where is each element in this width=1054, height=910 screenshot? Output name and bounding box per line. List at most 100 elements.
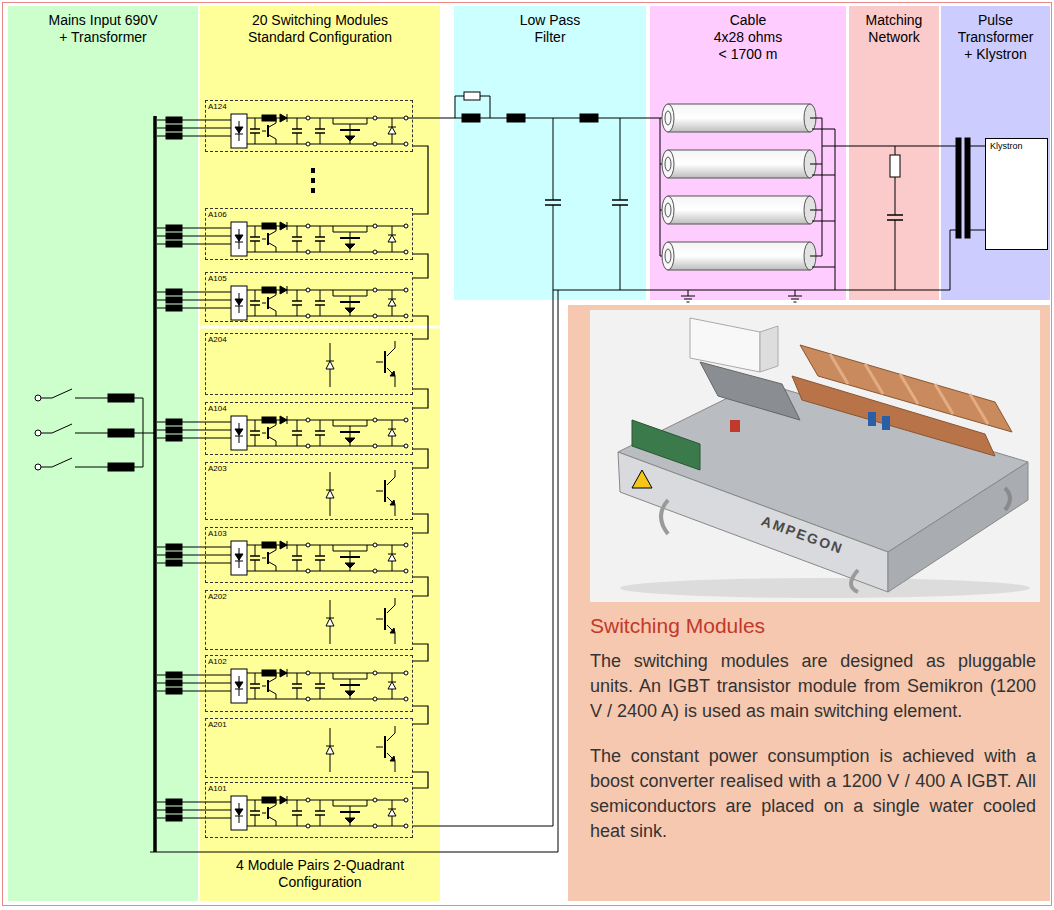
- series-wire: [413, 577, 428, 596]
- ground-symbols-part: [687, 302, 690, 303]
- matching-and-transformer-part: [965, 138, 970, 238]
- module-photo-part: [900, 374, 918, 404]
- info-panel: Switching ModulesThe switching modules a…: [568, 305, 1050, 903]
- low-pass-filter-circuit-part: [408, 118, 668, 119]
- matching-and-transformer-part: [950, 230, 951, 290]
- switching-module-circuits-part: [326, 598, 395, 644]
- series-wire: [413, 254, 428, 278]
- node-heading: 20 Switching Modules Standard Configurat…: [238, 12, 403, 46]
- low-pass-filter-circuit-part: [553, 290, 950, 291]
- cable-drawing-part-part: [810, 210, 822, 211]
- ground-symbols-part: [791, 299, 799, 300]
- cable-drawing-part: [668, 196, 810, 224]
- mains-input-part: [52, 389, 72, 398]
- mains-input-part: [52, 458, 72, 467]
- low-pass-filter-circuit-part: [553, 118, 554, 200]
- cable-drawing-part-part: [835, 129, 836, 290]
- module-label: A102: [208, 657, 227, 666]
- region-band: Matching Network: [849, 6, 939, 300]
- module-photo: [590, 310, 1040, 602]
- switching-module-circuits-part: [157, 222, 408, 256]
- matching-and-transformer: [822, 138, 985, 290]
- switching-module-circuits-part: [157, 286, 408, 320]
- module-photo-part: [760, 326, 778, 372]
- panel-grounds-part: [650, 6, 846, 300]
- node-heading: Cable 4x28 ohms < 1700 m: [713, 12, 783, 63]
- switching-module-circuits-part: [157, 796, 408, 830]
- series-wire: [413, 316, 428, 339]
- matching-and-transformer-part: [970, 230, 985, 231]
- switching-module-circuits: [157, 114, 408, 830]
- module-box: A124: [205, 100, 413, 152]
- cable-drawing-part: [665, 157, 671, 171]
- mains-input-part: [75, 398, 108, 399]
- module-label: A201: [208, 720, 227, 729]
- mains-input-part: [134, 398, 143, 399]
- cable-drawing: [660, 104, 835, 290]
- matching-and-transformer-part: [822, 146, 956, 147]
- series-wire: [413, 514, 428, 533]
- mains-input-part: [134, 467, 143, 468]
- cable-drawing-part: [662, 150, 674, 178]
- module-photo-part: [661, 500, 668, 534]
- module-photo-part: [632, 470, 652, 488]
- panel-grounds: [3, 3, 1052, 906]
- module-photo-part: [730, 420, 740, 432]
- low-pass-filter-circuit-part: [612, 199, 628, 201]
- module-label: A101: [208, 784, 227, 793]
- module-box: A102: [205, 655, 413, 712]
- low-pass-filter-circuit: [408, 92, 950, 290]
- mains-input-part: [153, 116, 157, 852]
- mains-input-part: [108, 429, 134, 437]
- switching-module-circuits-part: [326, 726, 395, 772]
- low-pass-filter-circuit-part: [553, 205, 554, 290]
- module-box: A103: [205, 527, 413, 583]
- region-band: Low Pass Filter: [454, 6, 646, 300]
- mains-input-part: [35, 395, 41, 401]
- node-heading: 4 Module Pairs 2-Quadrant Configuration: [233, 857, 408, 891]
- module-box: A202: [205, 590, 413, 650]
- matching-and-transformer-part: [887, 214, 903, 216]
- cable-drawing-part: [810, 118, 835, 290]
- cable-drawing-part-part: [810, 118, 822, 119]
- node-heading: Klystron: [986, 139, 1047, 154]
- panel-text: The switching modules are designed as pl…: [590, 649, 1036, 724]
- series-wire: [413, 772, 428, 788]
- panel-text: The constant power consumption is achiev…: [590, 744, 1036, 844]
- mains-input: [35, 116, 558, 852]
- cable-drawing-part: [660, 118, 661, 256]
- cable-drawing-part: [665, 111, 671, 125]
- ground-symbols-part: [684, 299, 692, 300]
- module-photo-part: [700, 362, 800, 420]
- switching-module-circuits-part: [311, 188, 315, 193]
- module-photo-part: [590, 310, 1040, 602]
- switching-module-circuits-part: [157, 416, 408, 450]
- module-label: A104: [208, 404, 227, 413]
- mains-input-part: [41, 467, 52, 468]
- cable-drawing-part-part: [810, 164, 822, 165]
- module-box: A204: [205, 333, 413, 395]
- module-label: A124: [208, 102, 227, 111]
- switching-module-circuits-part: [326, 470, 395, 516]
- module-label: A202: [208, 592, 227, 601]
- node-heading: Mains Input 690V + Transformer: [46, 12, 161, 46]
- mains-input-part: [75, 433, 108, 434]
- module-photo-part: [632, 420, 700, 470]
- panel-title: Switching Modules: [590, 613, 1036, 639]
- cable-drawing-part-part: [812, 129, 835, 130]
- region-band: 20 Switching Modules Standard Configurat…: [200, 6, 440, 901]
- module-box: A106: [205, 208, 413, 260]
- matching-and-transformer-part: [950, 230, 956, 231]
- switching-module-circuits-part: [326, 341, 395, 387]
- mains-input-part: [52, 424, 72, 433]
- panel-grounds-part: [849, 6, 939, 300]
- module-box: A203: [205, 462, 413, 520]
- cable-drawing-part: [668, 242, 810, 270]
- low-pass-filter-circuit-part: [545, 199, 561, 201]
- series-wire: [413, 644, 428, 661]
- panel-grounds-part: [454, 6, 646, 300]
- module-label: A103: [208, 529, 227, 538]
- switching-module-circuits-part: [311, 168, 315, 173]
- matching-and-transformer-part: [890, 155, 900, 177]
- module-box: A104: [205, 402, 413, 455]
